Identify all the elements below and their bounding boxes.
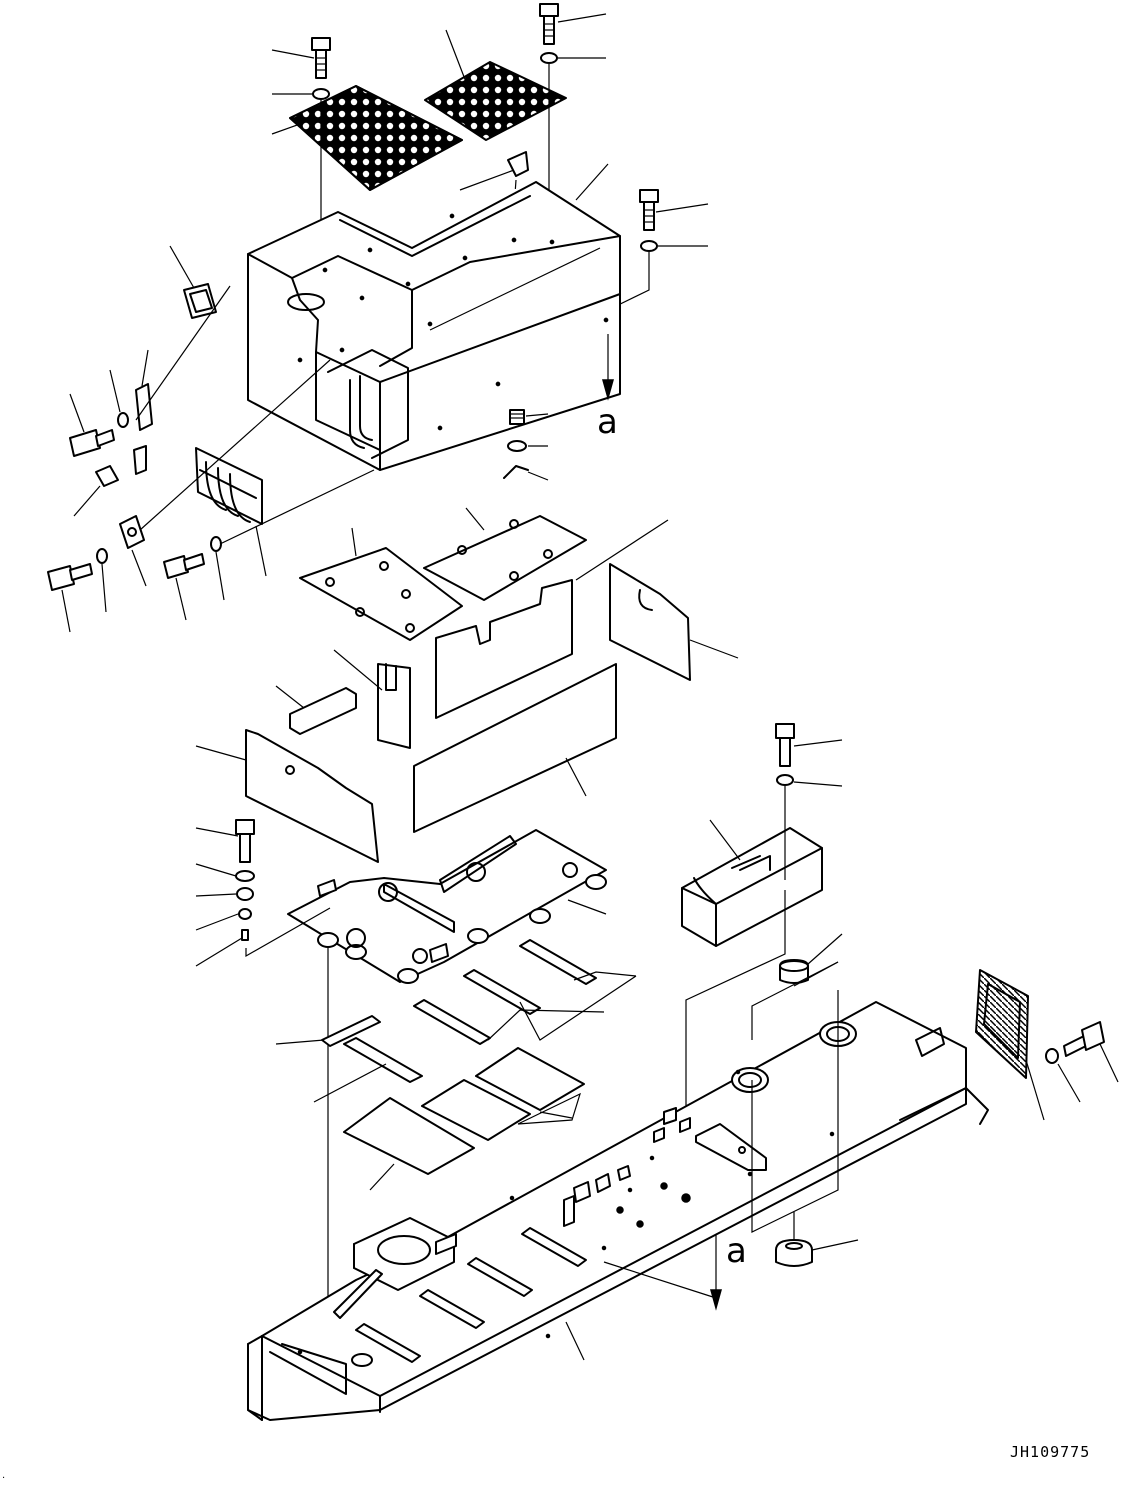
view-marker-top: a: [597, 402, 618, 442]
insulation-side-panel-right: [609, 563, 691, 681]
leader-lines-insulation: [195, 507, 739, 797]
leader-lines-mid-top: [525, 334, 614, 481]
leader-lines-mount: [195, 827, 607, 1340]
insulation-side-panel-center: [435, 579, 573, 719]
insulation-top-strip: [423, 515, 587, 601]
hose-clamp-assembly: [195, 447, 263, 525]
left-bolt-stack: [235, 819, 255, 941]
corner-mark: .: [2, 1470, 6, 1481]
stiffener-strips: [321, 939, 597, 1083]
leader-lines-strips: [275, 971, 637, 1191]
step-box-frame: [247, 181, 621, 471]
frame-leader: [565, 1321, 585, 1361]
vent-grille: [975, 969, 1045, 1121]
mount-bracket-lines: [751, 961, 839, 1240]
frame-slots: [333, 1227, 587, 1363]
leader-lines-left: [61, 285, 375, 633]
step-box-holes: [297, 213, 609, 431]
insulation-top-plate: [299, 547, 463, 641]
floor-mount-plate: [287, 829, 607, 984]
bolt-right: [775, 723, 843, 787]
leader-lines-top: [169, 13, 709, 289]
rubber-pads: [343, 1047, 585, 1175]
frame-fittings: [297, 1069, 835, 1355]
bolt-top-left: [311, 37, 331, 79]
floor-mat-left: [289, 85, 463, 191]
bolt-top-side: [639, 189, 659, 231]
cover-box-link-line: [685, 890, 786, 1184]
cover-box: [681, 819, 823, 947]
drawing-number: JH109775: [1010, 1443, 1091, 1461]
view-marker-bottom: a: [726, 1231, 747, 1271]
washer-top-left: [312, 88, 330, 100]
clip-bracket: [507, 151, 529, 177]
washer-top-side: [640, 240, 658, 252]
rubber-mount-top: [779, 933, 843, 984]
insulation-vertical-block: [377, 663, 411, 749]
insulation-side-panel-left: [245, 729, 379, 863]
view-arrow-bottom: [603, 1234, 722, 1311]
bolt-top-right: [539, 3, 559, 45]
spring-washer-stack: [503, 409, 529, 479]
foam-block: [289, 687, 357, 735]
main-frame: [247, 1001, 989, 1421]
grommet-left: [183, 283, 217, 319]
floor-mat-right: [424, 61, 567, 141]
bolt-frame-right: [1045, 1021, 1119, 1103]
washer-top-right: [540, 52, 558, 64]
rubber-mount-bottom: [775, 1239, 859, 1267]
left-hardware: [47, 383, 222, 591]
insulation-long-panel: [413, 663, 617, 833]
